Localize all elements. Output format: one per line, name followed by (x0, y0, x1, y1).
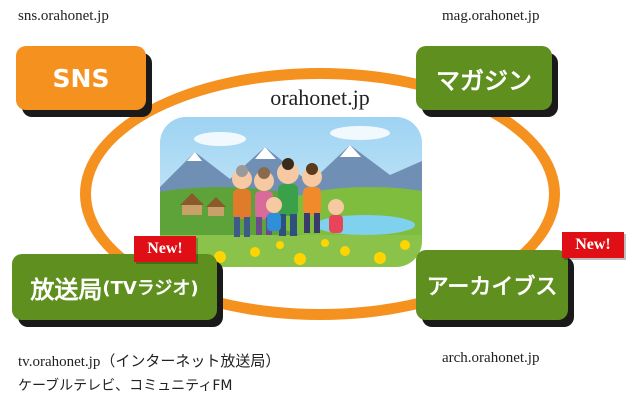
sns-node-button[interactable]: SNS (16, 46, 146, 110)
archives-new-badge: New! (562, 232, 624, 258)
broadcast-new-badge: New! (134, 236, 196, 262)
archives-node-button[interactable]: アーカイブス (416, 250, 568, 320)
family-illustration (160, 117, 422, 267)
magazine-url: mag.orahonet.jp (442, 8, 540, 24)
broadcast-label-main: 放送局 (30, 275, 103, 304)
sns-url: sns.orahonet.jp (18, 8, 109, 24)
broadcast-note: ケーブルテレビ、コミュニティFM (18, 378, 233, 394)
broadcast-url: tv.orahonet.jp（インターネット放送局） (18, 354, 281, 370)
magazine-node-button[interactable]: マガジン (416, 46, 552, 110)
connection-ring (80, 68, 560, 320)
broadcast-label-sub: (TVラジオ) (102, 278, 199, 299)
archives-url: arch.orahonet.jp (442, 350, 540, 366)
center-title: orahonet.jp (270, 85, 370, 110)
broadcast-node-button[interactable]: 放送局(TVラジオ) (12, 254, 217, 320)
